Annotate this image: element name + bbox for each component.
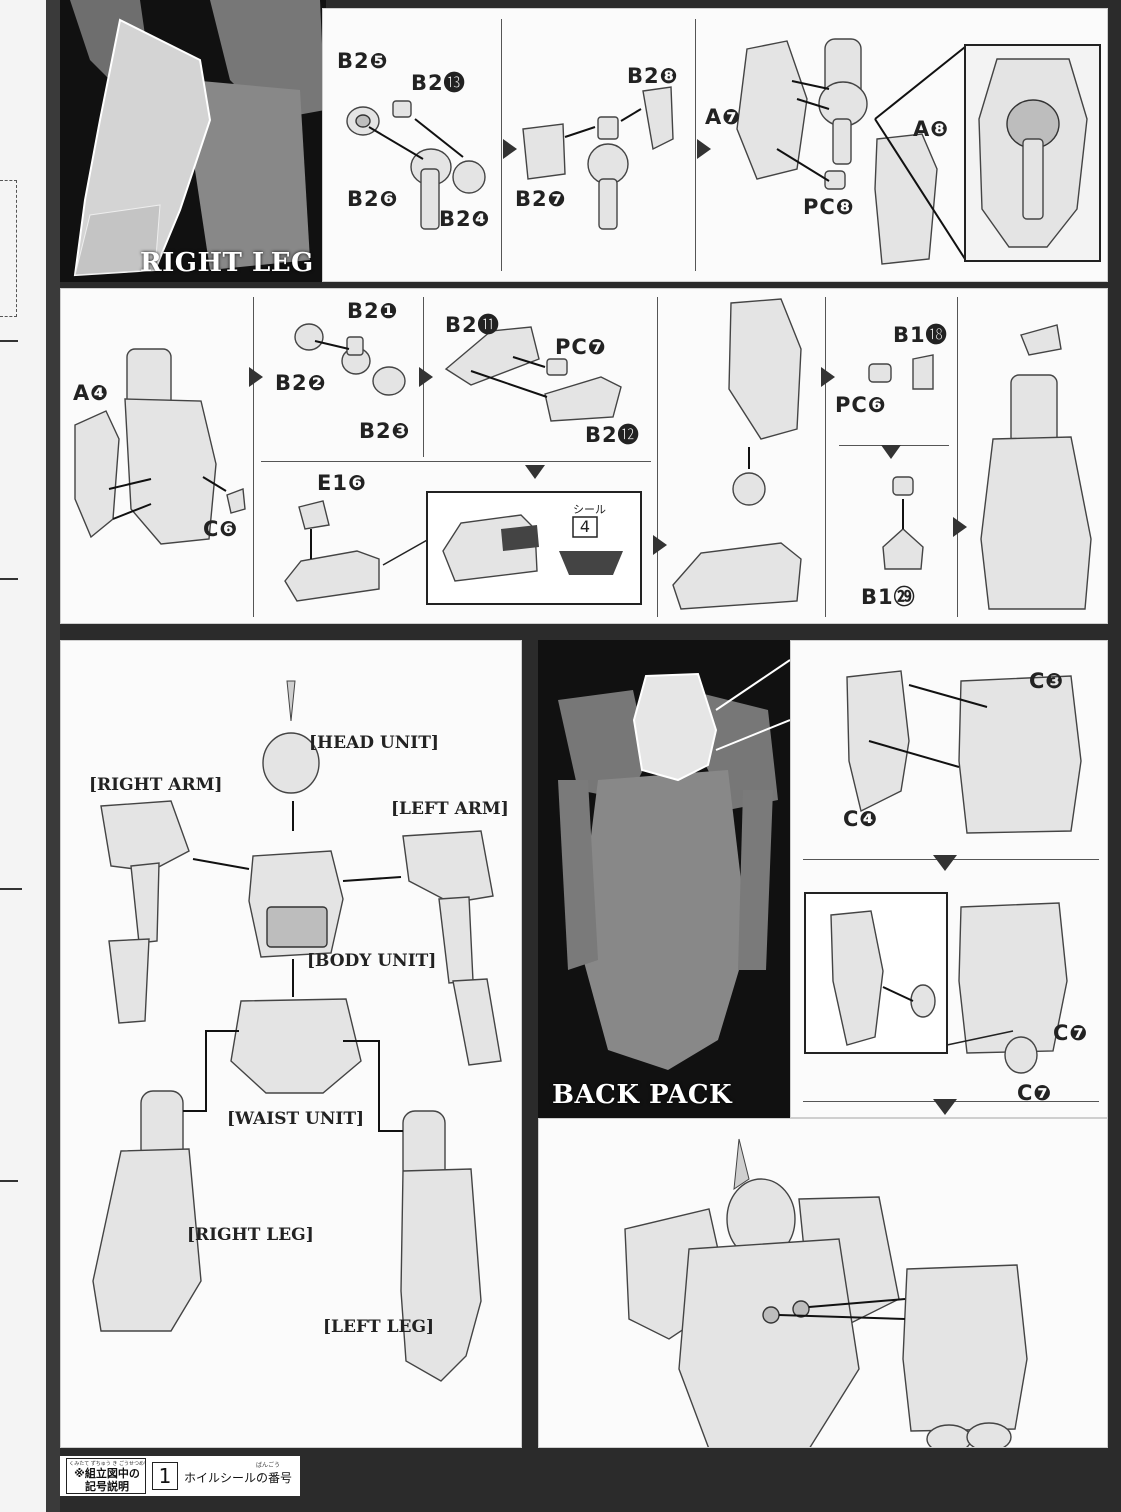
divider bbox=[825, 297, 826, 617]
part-label: B2❽ bbox=[627, 64, 679, 88]
back-pack-steps-art bbox=[804, 670, 1082, 1115]
left-page-gutter bbox=[46, 0, 60, 1512]
legend-ruby: くみたて ずちゅう き ごうせつめい bbox=[69, 1461, 145, 1467]
sticker-number: 4 bbox=[579, 517, 591, 536]
part-label: B2⓭ bbox=[411, 71, 466, 95]
step3-parts bbox=[736, 38, 1101, 265]
part-label: B2❸ bbox=[359, 419, 411, 443]
step2-parts bbox=[522, 86, 674, 230]
part-label: B2⓫ bbox=[445, 313, 500, 337]
legend-title: ※組立図中の記号説明 bbox=[74, 1467, 140, 1493]
part-label: A❽ bbox=[913, 117, 950, 141]
legend-title-box: くみたて ずちゅう き ごうせつめい ※組立図中の記号説明 bbox=[66, 1458, 146, 1494]
row1-arrows bbox=[503, 139, 711, 159]
part-label: B2⓬ bbox=[585, 423, 640, 447]
part-label: B2❹ bbox=[439, 207, 491, 231]
divider bbox=[501, 19, 502, 271]
divider bbox=[253, 297, 254, 617]
right-arm-label: [RIGHT ARM] bbox=[89, 775, 223, 795]
waist-unit-label: [WAIST UNIT] bbox=[227, 1109, 365, 1129]
right-leg-title: RIGHT LEG bbox=[140, 248, 314, 278]
part-label: PC❽ bbox=[803, 195, 855, 219]
left-strip-line-1 bbox=[0, 340, 18, 342]
left-page-strip bbox=[0, 0, 46, 1512]
right-leg-row2-panel: A❹ C❻ B2❶ B2❷ B2❸ B2⓫ PC❼ B2⓬ E1❻ シール 4 … bbox=[60, 288, 1108, 624]
left-strip-line-4 bbox=[0, 1180, 18, 1182]
right-leg-row1-panel: B2❺ B2⓭ B2❻ B2❹ B2❽ B2❼ A❼ A❽ PC❽ bbox=[322, 8, 1108, 282]
sticker-description: ホイルシールの番号 bbox=[184, 1471, 293, 1485]
part-label: B2❺ bbox=[337, 49, 389, 73]
sticker-label: シール bbox=[573, 503, 606, 516]
part-label: C❸ bbox=[1029, 669, 1065, 693]
part-label: A❹ bbox=[73, 381, 110, 405]
part-label: E1❻ bbox=[317, 471, 367, 495]
divider bbox=[261, 461, 651, 462]
left-strip-line-2 bbox=[0, 578, 18, 580]
part-label: B2❻ bbox=[347, 187, 399, 211]
body-unit-label: [BODY UNIT] bbox=[307, 951, 437, 971]
back-pack-final-art bbox=[624, 1138, 1028, 1447]
left-arm-label: [LEFT ARM] bbox=[391, 799, 509, 819]
left-strip-box-1 bbox=[0, 180, 17, 317]
right-leg-photo-art bbox=[70, 0, 325, 277]
back-pack-steps-panel: C❸ C❹ C❼ C❼ bbox=[790, 640, 1108, 1118]
divider bbox=[657, 297, 658, 617]
part-label: C❻ bbox=[203, 517, 239, 541]
back-pack-title: BACK PACK bbox=[552, 1080, 733, 1110]
assembly-art bbox=[92, 680, 502, 1382]
step1-parts bbox=[346, 100, 486, 230]
part-label: C❼ bbox=[1017, 1081, 1053, 1105]
divider bbox=[957, 297, 958, 617]
back-pack-photo-art bbox=[558, 659, 790, 1070]
part-label: C❼ bbox=[1053, 1021, 1089, 1045]
left-leg-label: [LEFT LEG] bbox=[323, 1317, 435, 1337]
back-pack-photo: BACK PACK bbox=[538, 640, 790, 1118]
right-leg-label: [RIGHT LEG] bbox=[187, 1225, 314, 1245]
part-label: B1㉙ bbox=[861, 585, 916, 609]
part-label: B1⓲ bbox=[893, 323, 948, 347]
row2-arrows bbox=[74, 298, 1092, 610]
back-pack-final-panel bbox=[538, 1118, 1108, 1448]
part-label: B2❶ bbox=[347, 299, 399, 323]
sticker-number-box: 1 bbox=[152, 1462, 178, 1490]
part-label: C❹ bbox=[843, 807, 879, 831]
assembly-panel: [HEAD UNIT] [RIGHT ARM] [LEFT ARM] [BODY… bbox=[60, 640, 522, 1448]
part-label: B2❷ bbox=[275, 371, 327, 395]
part-label: B2❼ bbox=[515, 187, 567, 211]
part-label: A❼ bbox=[705, 105, 742, 129]
left-strip-line-3 bbox=[0, 888, 22, 890]
sticker-ruby: ばんごう bbox=[256, 1462, 281, 1469]
head-unit-label: [HEAD UNIT] bbox=[309, 733, 439, 753]
right-leg-photo: RIGHT LEG bbox=[60, 0, 326, 282]
legend-footer: くみたて ずちゅう き ごうせつめい ※組立図中の記号説明 1 ばんごう ホイル… bbox=[60, 1456, 300, 1496]
divider bbox=[695, 19, 696, 271]
part-label: PC❻ bbox=[835, 393, 887, 417]
part-label: PC❼ bbox=[555, 335, 607, 359]
